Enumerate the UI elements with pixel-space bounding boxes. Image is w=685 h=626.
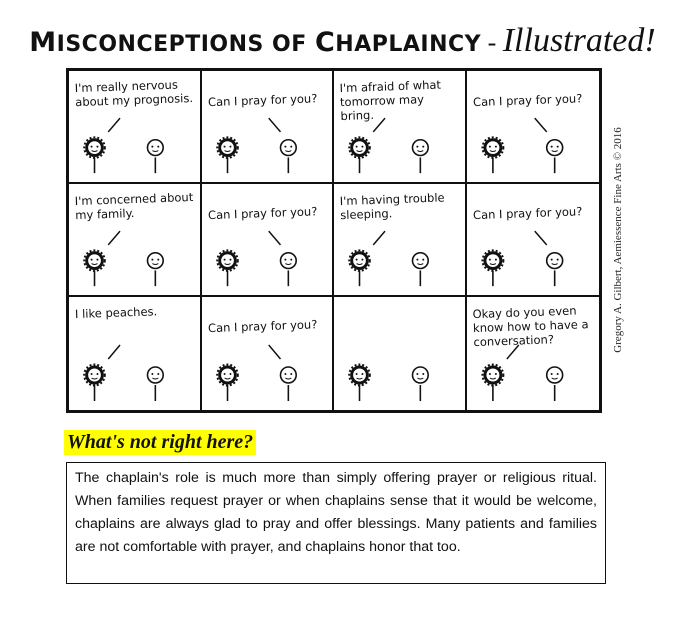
patient-figure [480, 136, 504, 174]
speech-text: I'm concerned about my family. [74, 189, 194, 223]
title-initial-m: M [29, 27, 57, 58]
comic-panel: I'm having trouble sleeping. [334, 184, 467, 297]
speech-tail [267, 230, 281, 246]
patient-figure [215, 249, 239, 287]
patient-figure [480, 363, 504, 401]
panel-figures [480, 117, 563, 174]
comic-panel: I'm afraid of what tomorrow may bring. [334, 71, 467, 184]
patient-figure [348, 363, 371, 401]
title-script: Illustrated! [502, 22, 656, 59]
patient-figure [215, 136, 239, 174]
speech-text: Okay do you even know how to have a conv… [471, 303, 589, 350]
speech-tail [533, 117, 547, 133]
title-initial-c: C [314, 27, 336, 58]
speech-tail [372, 117, 386, 133]
chaplain-figure [411, 138, 429, 174]
panel-figures [215, 230, 297, 287]
comic-panel: Can I pray for you? [201, 71, 334, 184]
speech-tail [107, 344, 121, 360]
speech-text: I'm afraid of what tomorrow may bring. [339, 77, 442, 124]
speech-text: I'm really nervous about my prognosis. [74, 77, 194, 110]
speech-tail [267, 117, 281, 133]
comic-panel [334, 297, 467, 410]
question-heading: What's not right here? [64, 430, 257, 455]
speech-tail [533, 230, 547, 246]
panel-figures [83, 230, 164, 287]
speech-tail [267, 344, 281, 360]
patient-figure [480, 249, 504, 287]
speech-text: I'm having trouble sleeping. [339, 190, 445, 223]
panel-figures [480, 230, 563, 287]
panel-figures [348, 363, 429, 401]
chaplain-figure [146, 138, 164, 174]
comic-panel: Can I pray for you? [202, 297, 334, 410]
chaplain-figure [545, 366, 563, 401]
answer-text: The chaplain's role is much more than si… [75, 470, 597, 555]
panel-figures [83, 344, 164, 401]
speech-tail [505, 344, 519, 360]
artist-credit: Gregory A. Gilbert, Aemiessence Fine Art… [606, 94, 628, 394]
comic-panel: Okay do you even know how to have a conv… [467, 297, 600, 410]
patient-figure [83, 136, 106, 174]
page-title: MISCONCEPTIONS OF CHAPLAINCY - Illustrat… [0, 22, 685, 60]
panel-figures [83, 117, 164, 174]
panel-figures [215, 117, 297, 174]
comic-panel: Can I pray for you? [466, 71, 599, 184]
chaplain-figure [146, 251, 164, 287]
chaplain-figure [545, 251, 563, 287]
comic-strip: I'm really nervous about my prognosis.Ca… [66, 68, 602, 413]
chaplain-figure [279, 251, 297, 287]
patient-figure [83, 249, 106, 287]
title-dash: - [481, 28, 503, 57]
comic-panel: Can I pray for you? [201, 184, 334, 297]
panel-figures [348, 117, 429, 174]
chaplain-figure [146, 366, 164, 401]
patient-figure [348, 249, 371, 287]
panel-figures [480, 344, 563, 401]
comic-panel: I'm concerned about my family. [69, 184, 202, 297]
chaplain-figure [279, 366, 297, 401]
artist-credit-text: Gregory A. Gilbert, Aemiessence Fine Art… [612, 127, 624, 353]
patient-figure [83, 363, 106, 401]
panel-figures [215, 344, 297, 401]
patient-figure [348, 136, 371, 174]
title-text-2: HAPLAINCY [335, 32, 482, 57]
chaplain-figure [279, 138, 297, 174]
speech-tail [107, 230, 121, 246]
chaplain-figure [545, 138, 563, 174]
chaplain-figure [411, 251, 429, 287]
answer-box: The chaplain's role is much more than si… [66, 462, 606, 584]
title-main: MISCONCEPTIONS OF CHAPLAINCY [29, 27, 482, 58]
panel-figures [348, 230, 429, 287]
speech-tail [372, 230, 386, 246]
title-text-1: ISCONCEPTIONS OF [56, 32, 315, 57]
comic-panel: Can I pray for you? [466, 184, 599, 297]
comic-panel: I like peaches. [69, 297, 202, 410]
speech-tail [107, 117, 121, 133]
chaplain-figure [411, 366, 429, 401]
comic-grid: I'm really nervous about my prognosis.Ca… [69, 71, 599, 410]
comic-panel: I'm really nervous about my prognosis. [69, 71, 202, 184]
patient-figure [215, 363, 239, 401]
